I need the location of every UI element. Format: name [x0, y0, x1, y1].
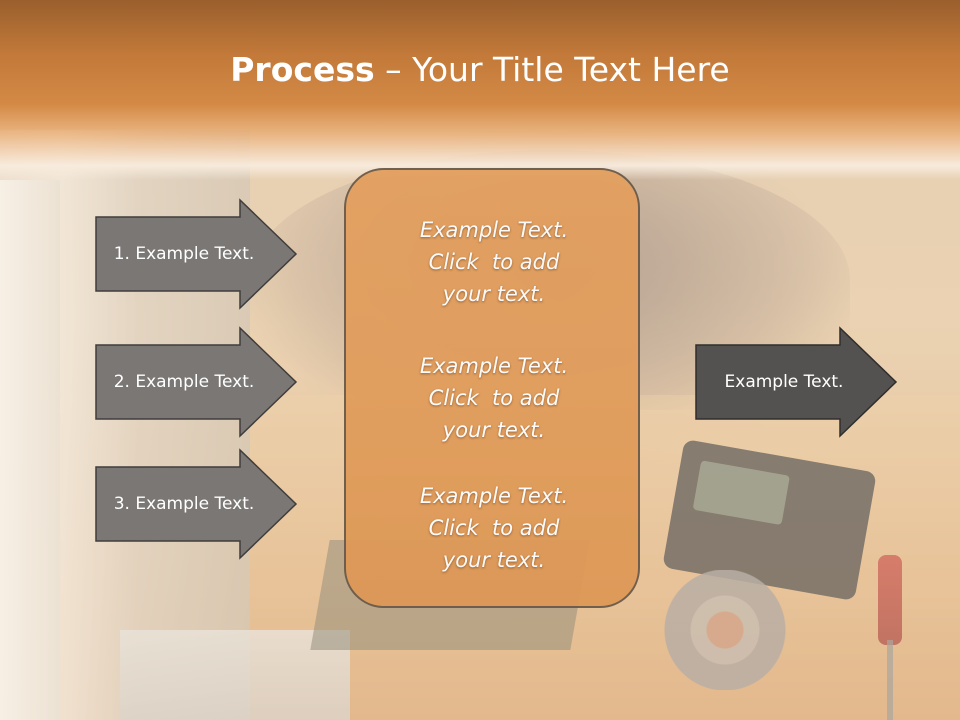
process-arrow-1[interactable]: 1. Example Text. [95, 198, 298, 310]
arrow-shape [695, 326, 898, 438]
text-block-2: Example Text. Click to add your text. [346, 350, 642, 446]
block-line: your text. [442, 548, 546, 572]
output-arrow-label: Example Text. [724, 372, 844, 392]
arrow-shape [95, 198, 298, 310]
arrow-label-2: 2. Example Text. [113, 372, 255, 392]
block-line: Example Text. [419, 354, 569, 378]
block-line: Click to add [428, 516, 560, 540]
output-arrow[interactable]: Example Text. [695, 326, 898, 438]
title-band [0, 0, 960, 180]
title-bold: Process [230, 50, 375, 89]
center-text-box[interactable]: Example Text. Click to add your text. Ex… [344, 168, 640, 608]
arrow-shape [95, 448, 298, 560]
arrow-shape [95, 326, 298, 438]
process-arrow-3[interactable]: 3. Example Text. [95, 448, 298, 560]
background-screwdriver-handle [878, 555, 902, 645]
arrow-label-3: 3. Example Text. [113, 494, 255, 514]
block-line: Example Text. [419, 218, 569, 242]
title-rest: – Your Title Text Here [374, 50, 730, 89]
slide-title[interactable]: Process – Your Title Text Here [0, 50, 960, 89]
background-screwdriver-shaft [887, 640, 893, 720]
background-computer-case-front [0, 180, 60, 720]
text-block-3: Example Text. Click to add your text. [346, 480, 642, 576]
process-arrow-2[interactable]: 2. Example Text. [95, 326, 298, 438]
block-line: your text. [442, 282, 546, 306]
block-line: your text. [442, 418, 546, 442]
block-line: Click to add [428, 386, 560, 410]
block-line: Click to add [428, 250, 560, 274]
background-cpu-cooler [660, 570, 790, 690]
arrow-label-1: 1. Example Text. [113, 244, 255, 264]
block-line: Example Text. [419, 484, 569, 508]
text-block-1: Example Text. Click to add your text. [346, 214, 642, 310]
